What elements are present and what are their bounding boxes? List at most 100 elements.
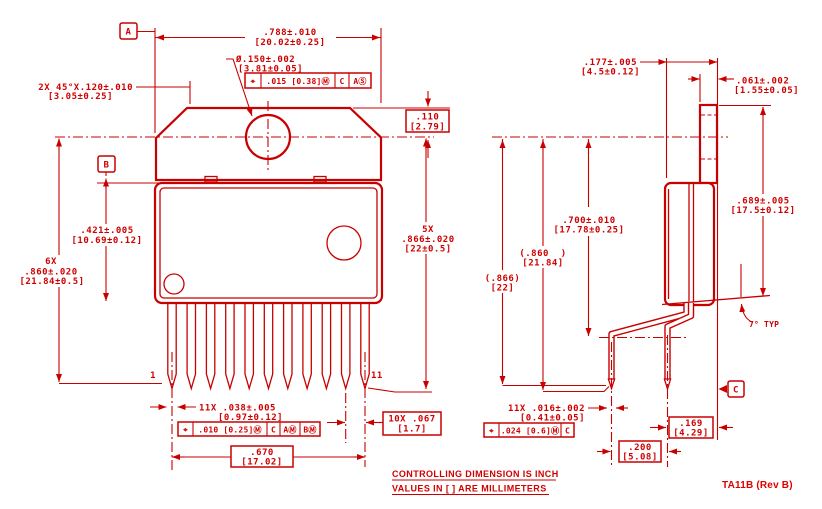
centerlines <box>55 101 728 470</box>
fcf-datum2: AⓂ <box>283 425 296 435</box>
angle-leader <box>739 303 753 323</box>
lead <box>186 304 197 391</box>
fcf-datum2: AⓈ <box>353 76 366 86</box>
drawing-notes: CONTROLLING DIMENSION IS INCH VALUES IN … <box>392 469 793 496</box>
dim-chamfer-inch: 2X 45°X.120±.010 <box>38 83 133 93</box>
dim-width-mm: [20.02±0.25] <box>254 38 325 48</box>
front-body-outline <box>153 181 384 305</box>
lead <box>302 304 312 391</box>
fcf-datum3: BⓂ <box>303 425 316 435</box>
dim-box <box>405 109 450 133</box>
ext-line <box>367 387 432 393</box>
dim-ref866-inch: (.866) <box>485 274 521 284</box>
dim-ref860-mm: [21.84] <box>522 259 563 269</box>
fcf-datum1: C <box>339 77 344 86</box>
dim-height5x-qty: 5X <box>422 225 434 235</box>
pin1-label: 1 <box>150 371 156 381</box>
dim-width-inch: .788±.010 <box>263 28 316 38</box>
dim-box <box>230 445 294 468</box>
fcf-tolerance: .010 [0.25]Ⓜ <box>198 425 261 435</box>
lead <box>225 304 235 391</box>
side-view <box>607 58 771 440</box>
fcf-frame <box>483 422 575 438</box>
body-small-circle <box>163 273 185 295</box>
front-dimensions: .788±.010 [20.02±0.25] A 2X 45°X.120±.01… <box>19 22 454 468</box>
lead <box>282 304 293 391</box>
dim-span-inch: .670 <box>250 448 274 458</box>
dim-lead-width-inch: 11X .038±.005 <box>199 404 276 414</box>
dim-row-pitch-inch: .200 <box>628 443 652 453</box>
side-dimensions: .177±.005 [4.5±0.12] .061±.002 [1.55±0.0… <box>483 58 799 463</box>
dim-lead-width-mm: [0.97±0.12] <box>218 413 283 423</box>
lead <box>205 304 216 391</box>
hole-feature-control-frame: ⌖ .015 [0.38]Ⓜ C AⓈ <box>244 72 372 89</box>
dim-height6x-inch: .860±.020 <box>24 268 77 278</box>
fcf-tolerance: .015 [0.38]Ⓜ <box>266 76 329 86</box>
dim-draft-angle: 7° TYP <box>749 320 779 329</box>
dim-tab-height-mm: [2.79] <box>410 123 446 133</box>
position-symbol-icon: ⌖ <box>250 77 256 86</box>
datum-a-label: A <box>126 28 132 38</box>
position-symbol-icon: ⌖ <box>182 426 188 435</box>
dim-row-offset-inch: .169 <box>679 419 703 429</box>
pin11-label: 11 <box>371 371 383 381</box>
dim-height5x-mm: [22±0.5] <box>404 245 451 255</box>
lead <box>244 304 255 391</box>
side-lead-feature-control-frame: ⌖ .024 [0.6]Ⓜ C <box>483 422 575 438</box>
dim-pitch-inch: 10X .067 <box>388 415 435 425</box>
body-large-circle <box>326 225 362 261</box>
dim-ref866-mm: [22] <box>491 284 515 294</box>
dim-lead-thickness-mm: [0.41±0.05] <box>520 414 585 424</box>
dim-body-height-mm: [10.69±0.12] <box>71 236 142 246</box>
datum-c-flag <box>727 380 745 398</box>
dim-ref860-inch: (.860 ) <box>519 249 566 259</box>
dim-chamfer-mm: [3.05±0.25] <box>48 92 113 102</box>
dim-hole-inch: Ø.150±.002 <box>235 54 295 65</box>
dim-tab-thickness-mm: [1.55±0.05] <box>734 86 799 96</box>
side-leads <box>607 301 695 392</box>
datum-c-label: C <box>733 386 739 396</box>
lead <box>263 304 274 391</box>
dim-height5x-inch: .866±.020 <box>401 235 454 245</box>
dim-depth-inch: .177±.005 <box>584 58 637 68</box>
side-tab-outline <box>698 103 719 185</box>
fcf-datum1: C <box>565 427 570 436</box>
dim-box <box>668 416 714 439</box>
fcf-frame <box>177 421 321 437</box>
draft-angle-line <box>661 294 771 306</box>
lead-feature-control-frame: ⌖ .010 [0.25]Ⓜ C AⓂ BⓂ <box>177 421 321 437</box>
dim-pitch-mm: [1.7] <box>397 425 427 435</box>
document-number: TA11B (Rev B) <box>722 480 793 491</box>
dim-depth-mm: [4.5±0.12] <box>581 68 640 78</box>
dim-span-mm: [17.02] <box>241 458 282 468</box>
lead-front-row <box>608 303 690 381</box>
datum-c-arrow <box>718 385 727 393</box>
dim-height6x-mm: [21.84±0.5] <box>19 277 84 287</box>
dim-row-pitch-mm: [5.08] <box>622 453 658 463</box>
fcf-datum1: C <box>271 426 276 435</box>
front-body-inner-line <box>159 187 378 299</box>
hole-leader <box>226 58 253 117</box>
fcf-tolerance: .024 [0.6]Ⓜ <box>501 426 559 436</box>
lead <box>340 304 351 391</box>
fcf-frame <box>244 72 372 89</box>
dim-lead-thickness-inch: 11X .016±.002 <box>508 404 585 414</box>
millimeter-values-note: VALUES IN [ ] ARE MILLIMETERS <box>392 484 547 494</box>
datum-b-label: B <box>104 161 110 171</box>
front-leads <box>167 304 370 391</box>
lead <box>321 304 332 391</box>
dim-height6x-qty: 6X <box>45 257 57 267</box>
controlling-dimension-note: CONTROLLING DIMENSION IS INCH <box>392 469 559 479</box>
dim-box <box>382 411 442 436</box>
dim-box <box>618 440 662 463</box>
dim-tab-length-inch: .689±.005 <box>736 197 789 207</box>
lead-front-row-fill <box>609 301 689 381</box>
dim-tab-thickness-inch: .061±.002 <box>736 77 789 87</box>
dim-tab-length-mm: [17.5±0.12] <box>730 206 795 216</box>
position-symbol-icon: ⌖ <box>488 427 494 436</box>
dim-body-height-inch: .421±.005 <box>80 226 133 236</box>
dim-hole-mm: [3.81±0.05] <box>238 65 303 75</box>
front-view <box>153 106 384 391</box>
